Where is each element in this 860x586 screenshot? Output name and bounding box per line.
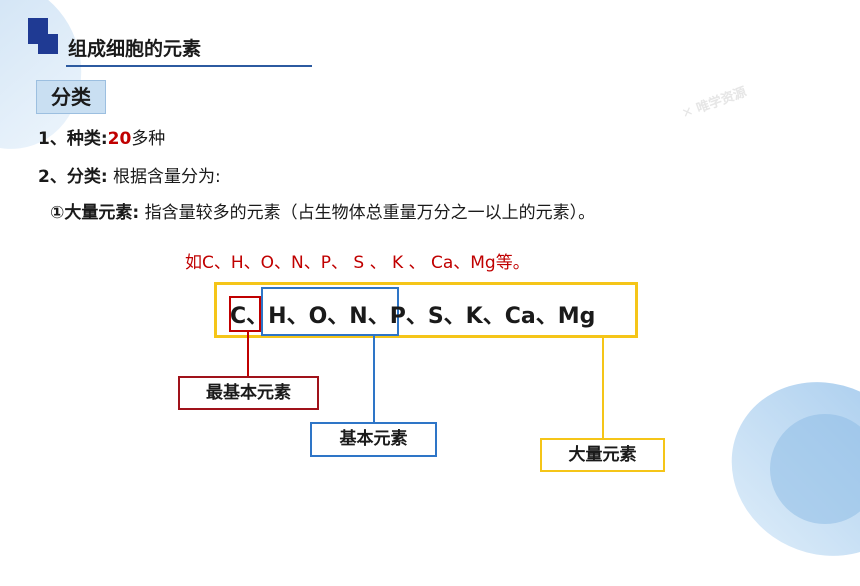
section-tag: 分类 (36, 80, 106, 114)
point-3: ①大量元素: 指含量较多的元素（占生物体总重量万分之一以上的元素）。 (50, 198, 595, 223)
point-3-text: 指含量较多的元素（占生物体总重量万分之一以上的元素）。 (144, 203, 596, 223)
element-c: C (230, 304, 247, 329)
elements-list: C、H、O、N、P、S、K、Ca、Mg (230, 298, 595, 330)
point-2-text: 根据含量分为: (113, 167, 221, 187)
point-3-label: ①大量元素: (50, 203, 140, 223)
most-basic-element-label: 最基本元素 (178, 376, 319, 410)
major-element-label: 大量元素 (540, 438, 665, 472)
connector-yellow (602, 338, 604, 438)
point-2-label: 2、分类: (38, 167, 108, 187)
title-underline (66, 65, 312, 67)
title-square-icon-2 (38, 34, 58, 54)
point-1: 1、种类:20多种 (38, 124, 165, 149)
element-hon: H、O、N (268, 304, 368, 329)
point-1-value: 20 (107, 129, 132, 149)
basic-element-label: 基本元素 (310, 422, 437, 457)
element-sep: 、 (246, 304, 269, 329)
point-2: 2、分类: 根据含量分为: (38, 162, 221, 187)
basic-elements-box (261, 287, 399, 336)
point-1-label: 1、种类: (38, 129, 108, 149)
connector-red (247, 332, 249, 376)
element-rest: 、P、S、K、Ca、Mg (367, 304, 596, 329)
most-basic-element-box (229, 296, 261, 332)
watermark-logo: ✕ 唯学资源 (680, 84, 749, 122)
connector-blue (373, 336, 375, 422)
major-elements-box (214, 282, 638, 338)
point-1-suffix: 多种 (131, 129, 166, 149)
example-text: 如C、H、O、N、P、 S 、 K 、 Ca、Mg等。 (185, 253, 530, 273)
page-title: 组成细胞的元素 (68, 38, 202, 60)
